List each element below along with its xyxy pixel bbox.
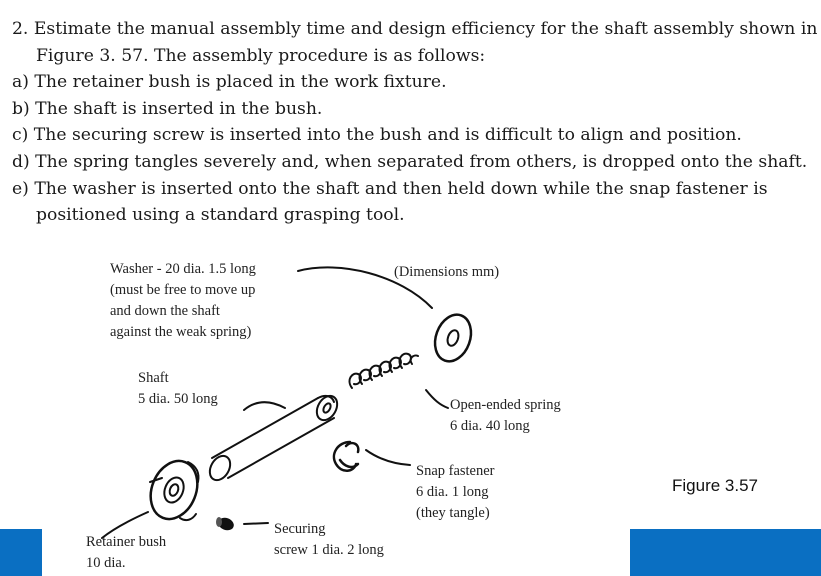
step-a: a) The retainer bush is placed in the wo… [12, 72, 447, 93]
securing-screw-label: Securing screw 1 dia. 2 long [274, 519, 384, 561]
shaft-part [208, 394, 339, 482]
securing-screw-part [216, 517, 234, 531]
washer-label-line: against the weak spring) [110, 324, 252, 340]
shaft-label-line: 5 dia. 50 long [138, 391, 218, 407]
question-line-2: Figure 3. 57. The assembly procedure is … [36, 45, 486, 66]
accent-bar-left [0, 529, 42, 576]
spring-label: Open-ended spring 6 dia. 40 long [450, 395, 561, 437]
step-e: e) The washer is inserted onto the shaft… [12, 178, 768, 199]
washer-label-line: (must be free to move up [110, 282, 256, 298]
shaft-label-line: Shaft [138, 370, 169, 386]
snap-fastener-part [332, 440, 360, 472]
step-e-continued: positioned using a standard grasping too… [36, 205, 405, 226]
washer-label: Washer - 20 dia. 1.5 long (must be free … [110, 259, 256, 343]
retainer-label-line: 10 dia. [86, 555, 126, 571]
figure-caption: Figure 3.57 [672, 476, 758, 495]
retainer-leader-line [101, 511, 149, 539]
washer-leader-line [297, 266, 433, 309]
snap-leader-line [365, 449, 411, 466]
retainer-bush-part [149, 459, 200, 522]
spring-label-line: 6 dia. 40 long [450, 418, 530, 434]
screw-leader-line [243, 522, 269, 525]
question-line-1: 2. Estimate the manual assembly time and… [12, 19, 818, 39]
screw-label-line: screw 1 dia. 2 long [274, 542, 384, 558]
snap-fastener-label: Snap fastener 6 dia. 1 long (they tangle… [416, 461, 495, 524]
screw-label-line: Securing [274, 521, 326, 537]
retainer-label-line: Retainer bush [86, 534, 167, 550]
spring-leader-line [425, 389, 449, 409]
washer-part [433, 313, 473, 363]
assembly-diagram [101, 266, 473, 539]
step-c: c) The securing screw is inserted into t… [12, 125, 742, 146]
snap-label-line: Snap fastener [416, 463, 495, 479]
snap-label-line: (they tangle) [416, 505, 490, 521]
retainer-bush-label: Retainer bush 10 dia. [86, 532, 166, 574]
step-b: b) The shaft is inserted in the bush. [12, 98, 323, 119]
washer-label-line: and down the shaft [110, 303, 220, 319]
shaft-leader-line [243, 401, 286, 411]
spring-label-line: Open-ended spring [450, 397, 561, 413]
accent-bar-right [630, 529, 821, 576]
washer-label-line: Washer - 20 dia. 1.5 long [110, 261, 256, 277]
snap-label-line: 6 dia. 1 long [416, 484, 489, 500]
step-d: d) The spring tangles severely and, when… [12, 151, 808, 172]
question-text: 2. Estimate the manual assembly time and… [12, 16, 818, 229]
spring-part [348, 352, 419, 389]
shaft-label: Shaft 5 dia. 50 long [138, 368, 218, 410]
dimensions-note: (Dimensions mm) [394, 264, 500, 280]
